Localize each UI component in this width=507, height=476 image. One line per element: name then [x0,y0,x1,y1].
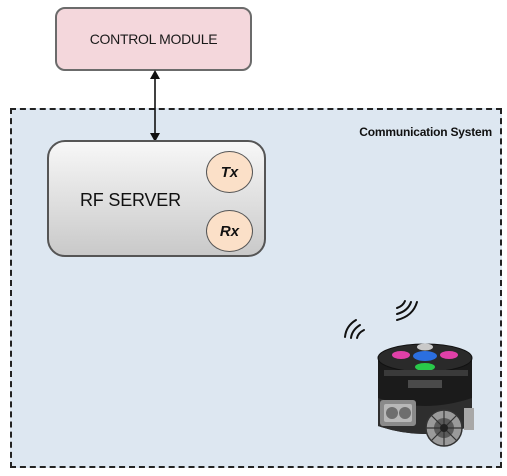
communication-system-label: Communication System [359,125,492,139]
control-module-label: CONTROL MODULE [89,31,218,47]
rx-port: Rx [206,210,253,252]
tx-port: Tx [206,151,253,193]
rx-port-label: Rx [219,222,240,240]
bidirectional-arrow-icon [150,70,160,142]
control-module-box: CONTROL MODULE [55,7,252,71]
rf-server-label: RF SERVER [80,190,181,210]
wireless-wave-icon [344,300,418,339]
robot-icon [377,343,474,447]
tx-port-label: Tx [220,163,239,181]
rf-server-box: RF SERVER Tx Rx [47,140,266,257]
